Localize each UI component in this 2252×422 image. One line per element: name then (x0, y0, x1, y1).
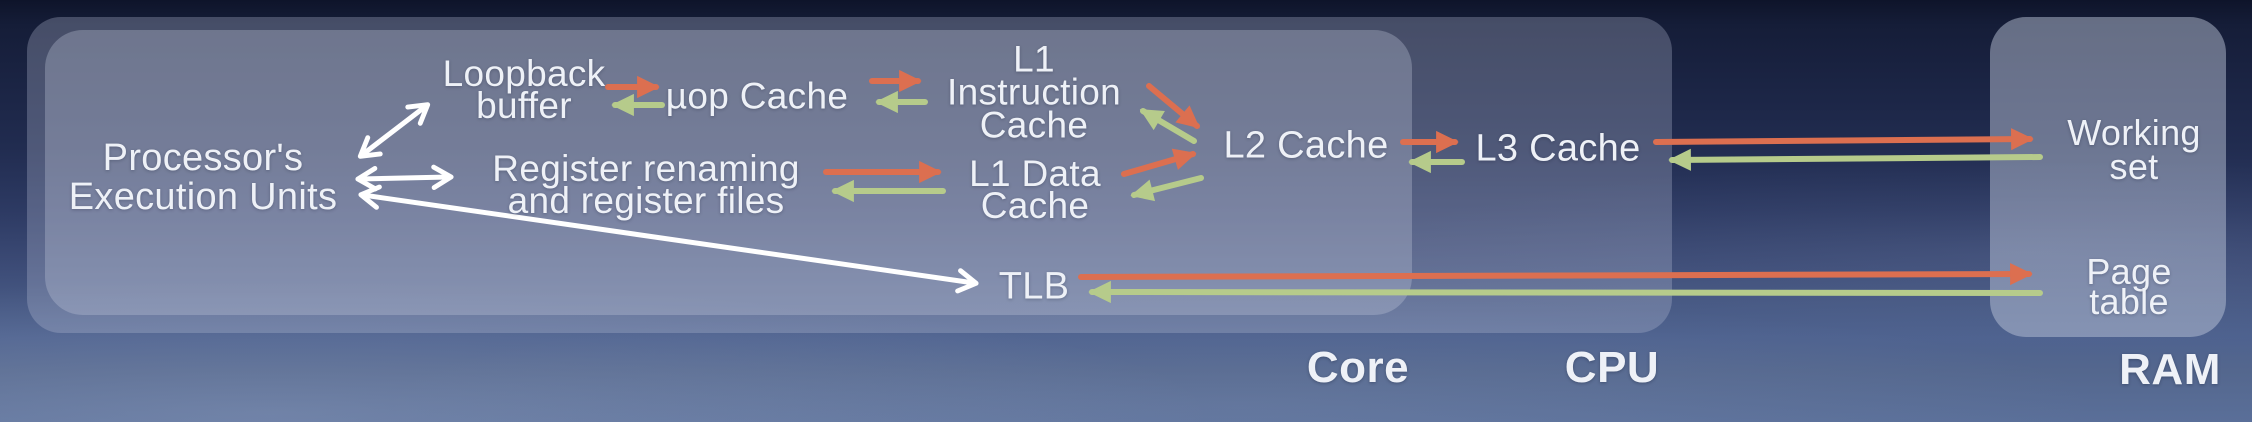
node-uop-cache: µop Cache (665, 75, 849, 117)
node-label-line: Cache (979, 104, 1089, 146)
node-l1-data-cache: L1 Data Cache (969, 153, 1101, 226)
node-label-line: Processor's (102, 137, 304, 179)
node-label-line: Working (2067, 112, 2201, 153)
node-label-line: Execution Units (68, 176, 338, 218)
node-page-table: Page table (2086, 251, 2172, 322)
arrow-l2-to-l1i-green (1139, 108, 1197, 144)
node-l1-instruction-cache: L1 Instruction Cache (947, 38, 1121, 146)
node-label-line: and register files (507, 180, 785, 221)
arrow-working-set-to-l3-green (1668, 148, 2043, 171)
node-processors-execution-units: Processor's Execution Units (69, 139, 338, 217)
node-label-line: Register renaming (492, 148, 800, 189)
node-label-line: µop Cache (665, 75, 849, 117)
node-loopback-buffer: Loopback buffer (442, 53, 606, 126)
core-caption: Core (1306, 343, 1410, 392)
arrow-eu-loopback (357, 102, 431, 159)
arrow-l1i-to-l2-red (1146, 83, 1200, 129)
node-label-line: L1 (1013, 38, 1055, 80)
cpu-caption: CPU (1564, 343, 1660, 392)
node-register-renaming: Register renaming and register files (492, 148, 800, 221)
node-label-line: set (2109, 146, 2159, 187)
arrow-page-table-to-tlb-green (1088, 280, 2043, 304)
node-label-line: L2 Cache (1223, 124, 1389, 167)
ram-caption: RAM (2119, 345, 2221, 394)
node-label-line: Loopback (442, 53, 606, 94)
node-label-line: Page (2086, 251, 2172, 292)
arrow-l1d-to-l2-red (1121, 148, 1197, 177)
node-tlb: TLB (998, 265, 1070, 308)
node-label-line: table (2089, 281, 2169, 322)
node-l2-cache: L2 Cache (1223, 124, 1389, 167)
arrow-l3-to-working-set-red (1653, 128, 2034, 151)
arrow-eu-tlb (358, 184, 979, 294)
node-label-line: Instruction (947, 71, 1121, 113)
node-label-line: Cache (980, 185, 1090, 226)
node-label-line: L3 Cache (1475, 127, 1641, 170)
node-working-set: Working set (2067, 112, 2201, 187)
node-label-line: L1 Data (969, 153, 1101, 194)
node-label-line: TLB (998, 265, 1070, 308)
arrow-tlb-to-page-table-red (1078, 262, 2033, 286)
arrow-eu-register-renaming (355, 164, 454, 192)
node-label-line: buffer (476, 85, 572, 126)
arrow-l2-to-l1d-green (1130, 175, 1204, 202)
node-l3-cache: L3 Cache (1475, 127, 1641, 170)
